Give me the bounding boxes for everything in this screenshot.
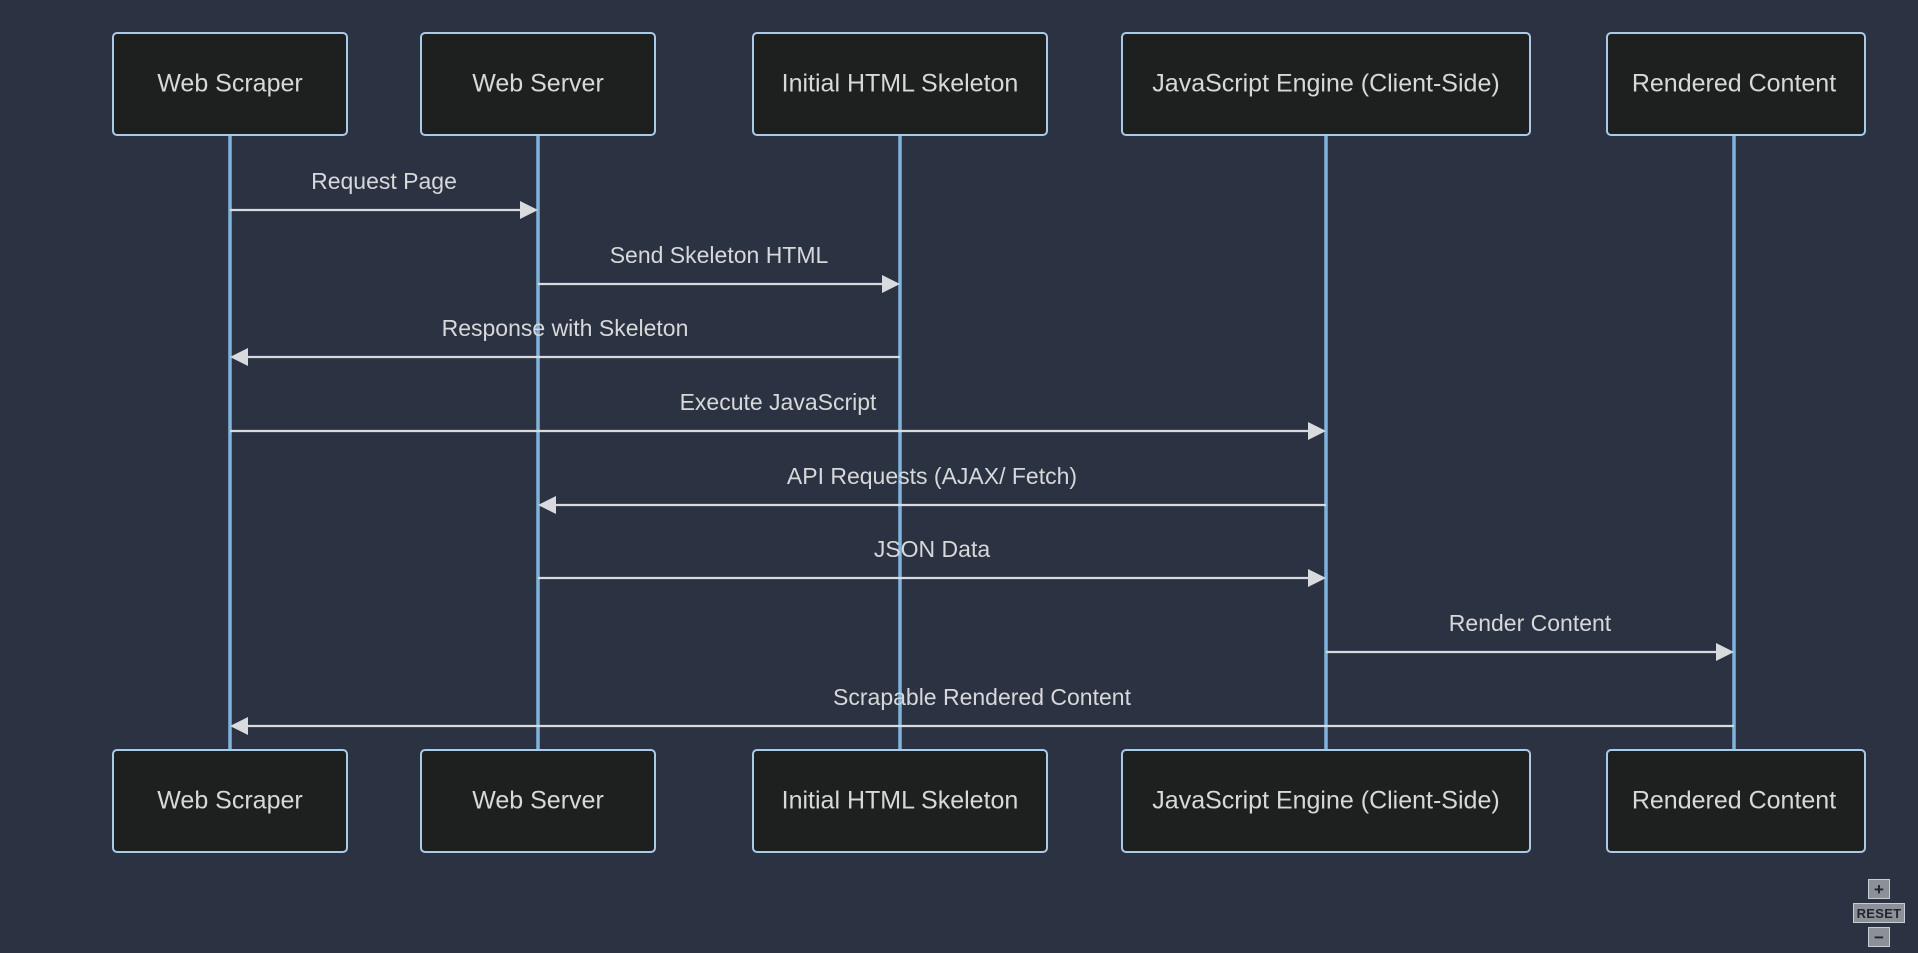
- message-arrowhead: [230, 717, 248, 735]
- message-arrowhead: [1308, 422, 1326, 440]
- participant-label: Web Server: [472, 787, 604, 815]
- participant-label: JavaScript Engine (Client-Side): [1152, 70, 1499, 98]
- participant-bottom-rendered[interactable]: Rendered Content: [1607, 750, 1865, 852]
- message-arrowhead: [882, 275, 900, 293]
- zoom-reset-button[interactable]: RESET: [1853, 903, 1905, 923]
- message-7[interactable]: Render Content: [1326, 610, 1734, 661]
- message-arrowhead: [230, 348, 248, 366]
- participant-label: Initial HTML Skeleton: [782, 70, 1019, 98]
- participant-top-server[interactable]: Web Server: [421, 33, 655, 135]
- message-label: Execute JavaScript: [680, 389, 877, 415]
- message-arrowhead: [1716, 643, 1734, 661]
- participant-top-rendered[interactable]: Rendered Content: [1607, 33, 1865, 135]
- participant-label: Web Server: [472, 70, 604, 98]
- message-label: API Requests (AJAX/ Fetch): [787, 463, 1077, 489]
- participant-bottom-jsengine[interactable]: JavaScript Engine (Client-Side): [1122, 750, 1530, 852]
- zoom-out-button[interactable]: −: [1868, 927, 1890, 947]
- message-label: Send Skeleton HTML: [610, 242, 829, 268]
- message-label: JSON Data: [874, 536, 991, 562]
- message-4[interactable]: Execute JavaScript: [230, 389, 1326, 440]
- participant-bottom-server[interactable]: Web Server: [421, 750, 655, 852]
- message-label: Scrapable Rendered Content: [833, 684, 1132, 710]
- participant-label: Initial HTML Skeleton: [782, 787, 1019, 815]
- message-8[interactable]: Scrapable Rendered Content: [230, 684, 1734, 735]
- participant-top-jsengine[interactable]: JavaScript Engine (Client-Side): [1122, 33, 1530, 135]
- participant-bottom-skeleton[interactable]: Initial HTML Skeleton: [753, 750, 1047, 852]
- participant-label: Web Scraper: [157, 787, 302, 815]
- zoom-controls: + RESET −: [1848, 879, 1910, 947]
- zoom-in-button[interactable]: +: [1868, 879, 1890, 899]
- participant-label: JavaScript Engine (Client-Side): [1152, 787, 1499, 815]
- message-6[interactable]: JSON Data: [538, 536, 1326, 587]
- message-1[interactable]: Request Page: [230, 168, 538, 219]
- participant-label: Web Scraper: [157, 70, 302, 98]
- message-5[interactable]: API Requests (AJAX/ Fetch): [538, 463, 1326, 514]
- message-3[interactable]: Response with Skeleton: [230, 315, 900, 366]
- participant-label: Rendered Content: [1632, 70, 1836, 98]
- message-arrowhead: [538, 496, 556, 514]
- message-arrowhead: [1308, 569, 1326, 587]
- participant-top-skeleton[interactable]: Initial HTML Skeleton: [753, 33, 1047, 135]
- message-label: Render Content: [1449, 610, 1612, 636]
- message-2[interactable]: Send Skeleton HTML: [538, 242, 900, 293]
- message-label: Request Page: [311, 168, 457, 194]
- participant-bottom-scraper[interactable]: Web Scraper: [113, 750, 347, 852]
- participant-label: Rendered Content: [1632, 787, 1836, 815]
- participant-top-scraper[interactable]: Web Scraper: [113, 33, 347, 135]
- message-label: Response with Skeleton: [442, 315, 689, 341]
- message-arrowhead: [520, 201, 538, 219]
